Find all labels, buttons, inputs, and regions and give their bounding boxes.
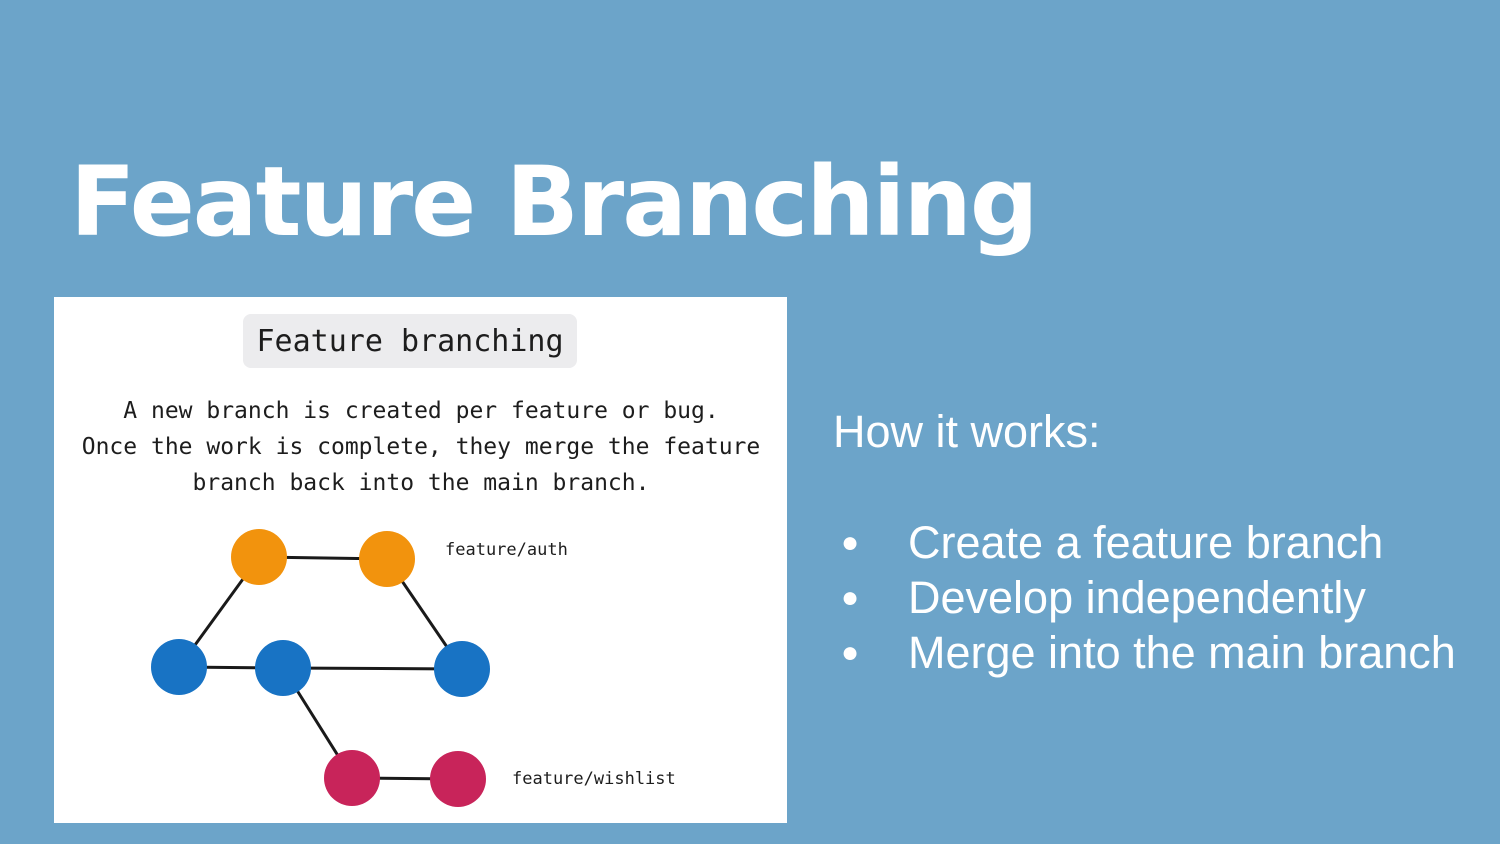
step-text: Create a feature branch (908, 517, 1384, 568)
branch-label-wishlist: feature/wishlist (512, 769, 676, 789)
step-item: ● Merge into the main branch (833, 625, 1473, 680)
diagram-title-box (243, 314, 577, 368)
step-text: Merge into the main branch (908, 627, 1456, 678)
commit-node-wishlist (324, 750, 380, 806)
commit-node-main (434, 641, 490, 697)
commit-node-wishlist (430, 751, 486, 807)
diagram-figure (54, 297, 787, 823)
diagram-title: Feature branching (256, 323, 564, 359)
bullet-icon: ● (841, 581, 860, 614)
commit-node-auth (231, 529, 287, 585)
diagram-description-line: A new branch is created per feature or b… (123, 398, 719, 424)
steps-list: ● Create a feature branch ● Develop indepe… (833, 515, 1473, 680)
slide-title: Feature Branching (70, 146, 1039, 258)
diagram-description-line: Once the work is complete, they merge th… (81, 434, 761, 460)
branch-graph (151, 529, 490, 807)
diagram-description: A new branch is created per feature or b… (60, 393, 782, 501)
branch-label-auth: feature/auth (445, 540, 568, 560)
commit-node-auth (359, 531, 415, 587)
commit-node-main (255, 640, 311, 696)
step-item: ● Create a feature branch (833, 515, 1473, 570)
how-it-works-label: How it works: (833, 406, 1101, 457)
step-text: Develop independently (908, 572, 1366, 623)
bullet-icon: ● (841, 526, 860, 559)
bullet-icon: ● (841, 636, 860, 669)
edge-m2-m3 (281, 666, 464, 671)
diagram-description-line: branch back into the main branch. (192, 470, 650, 496)
commit-node-main (151, 639, 207, 695)
step-item: ● Develop independently (833, 570, 1473, 625)
